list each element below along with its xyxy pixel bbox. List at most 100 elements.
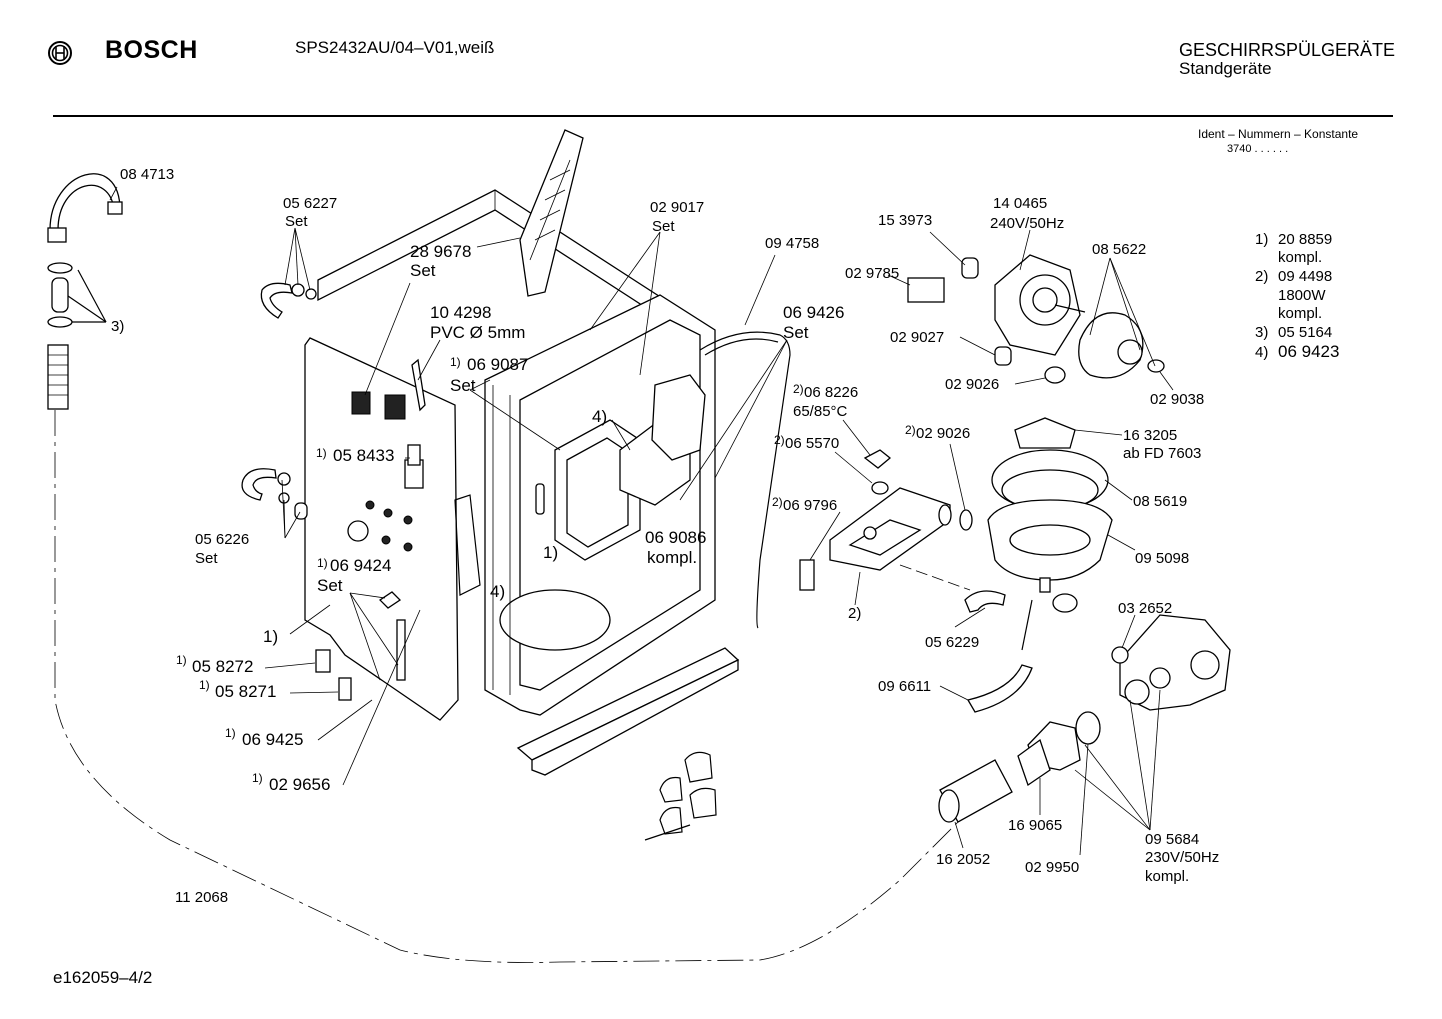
footnote-1-line1: 20 8859: [1278, 231, 1332, 248]
label-029027: 02 9027: [890, 329, 944, 346]
hose-set-left: [241, 468, 308, 520]
footnote-4-line1: 06 9423: [1278, 342, 1339, 361]
label-069424-set: Set: [317, 576, 343, 595]
inlet-valve-part: [1111, 614, 1231, 711]
label-069086-b: kompl.: [647, 548, 697, 567]
label-069426-set: Set: [783, 323, 809, 342]
label-095684: 09 5684: [1145, 831, 1199, 848]
label-029026b: 02 9026: [916, 425, 970, 442]
label-140465-b: 240V/50Hz: [990, 215, 1064, 232]
label-056226: 05 6226: [195, 531, 249, 548]
label-058271-mark: 1): [199, 678, 210, 692]
hose-set-top: [260, 282, 317, 319]
ident-label: Ident – Nummern – Konstante: [1198, 127, 1359, 141]
label-029656-mark: 1): [252, 771, 263, 785]
small-cap-part: [961, 257, 979, 279]
inlet-tube-part: [938, 759, 1013, 823]
label-032652: 03 2652: [1118, 600, 1172, 617]
label-112068: 11 2068: [175, 889, 228, 906]
label-056227: 05 6227: [283, 195, 337, 212]
label-029026b-mark: 2): [905, 423, 916, 437]
label-095684-c: kompl.: [1145, 868, 1189, 885]
label-069424-mark: 1): [317, 556, 328, 570]
label-069796-mark: 2): [772, 495, 783, 509]
label-140465: 14 0465: [993, 195, 1047, 212]
circulation-hose-part: [966, 664, 1033, 713]
label-068226: 06 8226: [804, 384, 858, 401]
label-085619: 08 5619: [1133, 493, 1187, 510]
side-panel: [304, 337, 459, 721]
switch-parts: [315, 444, 421, 701]
label-029785: 02 9785: [845, 265, 899, 282]
label-085622: 08 5622: [1092, 241, 1146, 258]
label-ref1a: 1): [543, 543, 558, 562]
label-056227-set: Set: [285, 213, 308, 230]
label-163205: 16 3205: [1123, 427, 1177, 444]
sensor-part: [907, 277, 945, 303]
label-169065: 16 9065: [1008, 817, 1062, 834]
label-065570: 06 5570: [785, 435, 839, 452]
bosch-logo-icon: [47, 40, 73, 71]
label-084713: 08 4713: [120, 166, 174, 183]
footnote-2-line2: 1800W: [1278, 287, 1326, 304]
sealing-strip-part: [454, 494, 481, 596]
label-069087-set: Set: [450, 376, 476, 395]
drawing-code: e162059–4/2: [53, 968, 153, 987]
label-068226-b: 65/85°C: [793, 403, 848, 420]
pump-housing-part: [1078, 312, 1165, 379]
label-069796: 06 9796: [783, 497, 837, 514]
fan-motor-part: [994, 254, 1086, 356]
label-069086: 06 9086: [645, 528, 706, 547]
label-029017-set: Set: [652, 218, 675, 235]
header-divider: [53, 115, 1393, 117]
label-058433-mark: 1): [316, 446, 327, 460]
footnote-2-line3: kompl.: [1278, 305, 1322, 322]
sump-assembly: [987, 417, 1113, 613]
rear-wall-panel: [317, 189, 666, 322]
footnote-list: 1) 20 8859 kompl. 2) 09 4498 1800W kompl…: [1255, 231, 1339, 361]
footnote-1-line2: kompl.: [1278, 249, 1322, 266]
label-069425: 06 9425: [242, 730, 303, 749]
brand-name: BOSCH: [105, 36, 198, 64]
footnote-1-mark: 1): [1255, 231, 1268, 248]
label-289678-set: Set: [410, 261, 436, 280]
label-163205-b: ab FD 7603: [1123, 445, 1201, 462]
ident-value: 3740 . . . . . .: [1227, 143, 1289, 155]
label-029656: 02 9656: [269, 775, 330, 794]
label-095684-b: 230V/50Hz: [1145, 849, 1219, 866]
cable-clip-group: [644, 751, 717, 841]
label-029017: 02 9017: [650, 199, 704, 216]
label-ref4b: 4): [490, 582, 505, 601]
o-ring-part: [959, 509, 973, 531]
footnote-2-line1: 09 4498: [1278, 268, 1332, 285]
label-029950: 02 9950: [1025, 859, 1079, 876]
label-056229: 05 6229: [925, 634, 979, 651]
label-162052: 16 2052: [936, 851, 990, 868]
label-ref1b: 1): [263, 627, 278, 646]
label-095098: 09 5098: [1135, 550, 1189, 567]
label-058433: 05 8433: [333, 446, 394, 465]
short-hose-part: [964, 590, 1006, 613]
label-ref4a: 4): [592, 407, 607, 426]
label-058272: 05 8272: [192, 657, 253, 676]
label-069426: 06 9426: [783, 303, 844, 322]
label-289678: 28 9678: [410, 242, 471, 261]
label-104298: 10 4298: [430, 303, 491, 322]
footnote-4-mark: 4): [1255, 344, 1268, 361]
label-029026a: 02 9026: [945, 376, 999, 393]
spray-channel-part: [519, 129, 584, 297]
subcategory-title: Standgeräte: [1179, 59, 1272, 78]
label-069087: 06 9087: [467, 355, 528, 374]
spacer-part: [994, 346, 1012, 366]
footnote-3-mark: 3): [1255, 324, 1268, 341]
leader-lines: [109, 186, 1174, 856]
label-058272-mark: 1): [176, 653, 187, 667]
category-title: GESCHIRRSPÜLGERÄTE: [1179, 40, 1396, 60]
hose-clamp-part: [47, 173, 123, 243]
footnote-3-line1: 05 5164: [1278, 324, 1332, 341]
gasket-ring-part: [1044, 366, 1066, 384]
inlet-connector-part: [1017, 711, 1101, 787]
door-seal-part: [699, 331, 791, 629]
label-094758: 09 4758: [765, 235, 819, 252]
